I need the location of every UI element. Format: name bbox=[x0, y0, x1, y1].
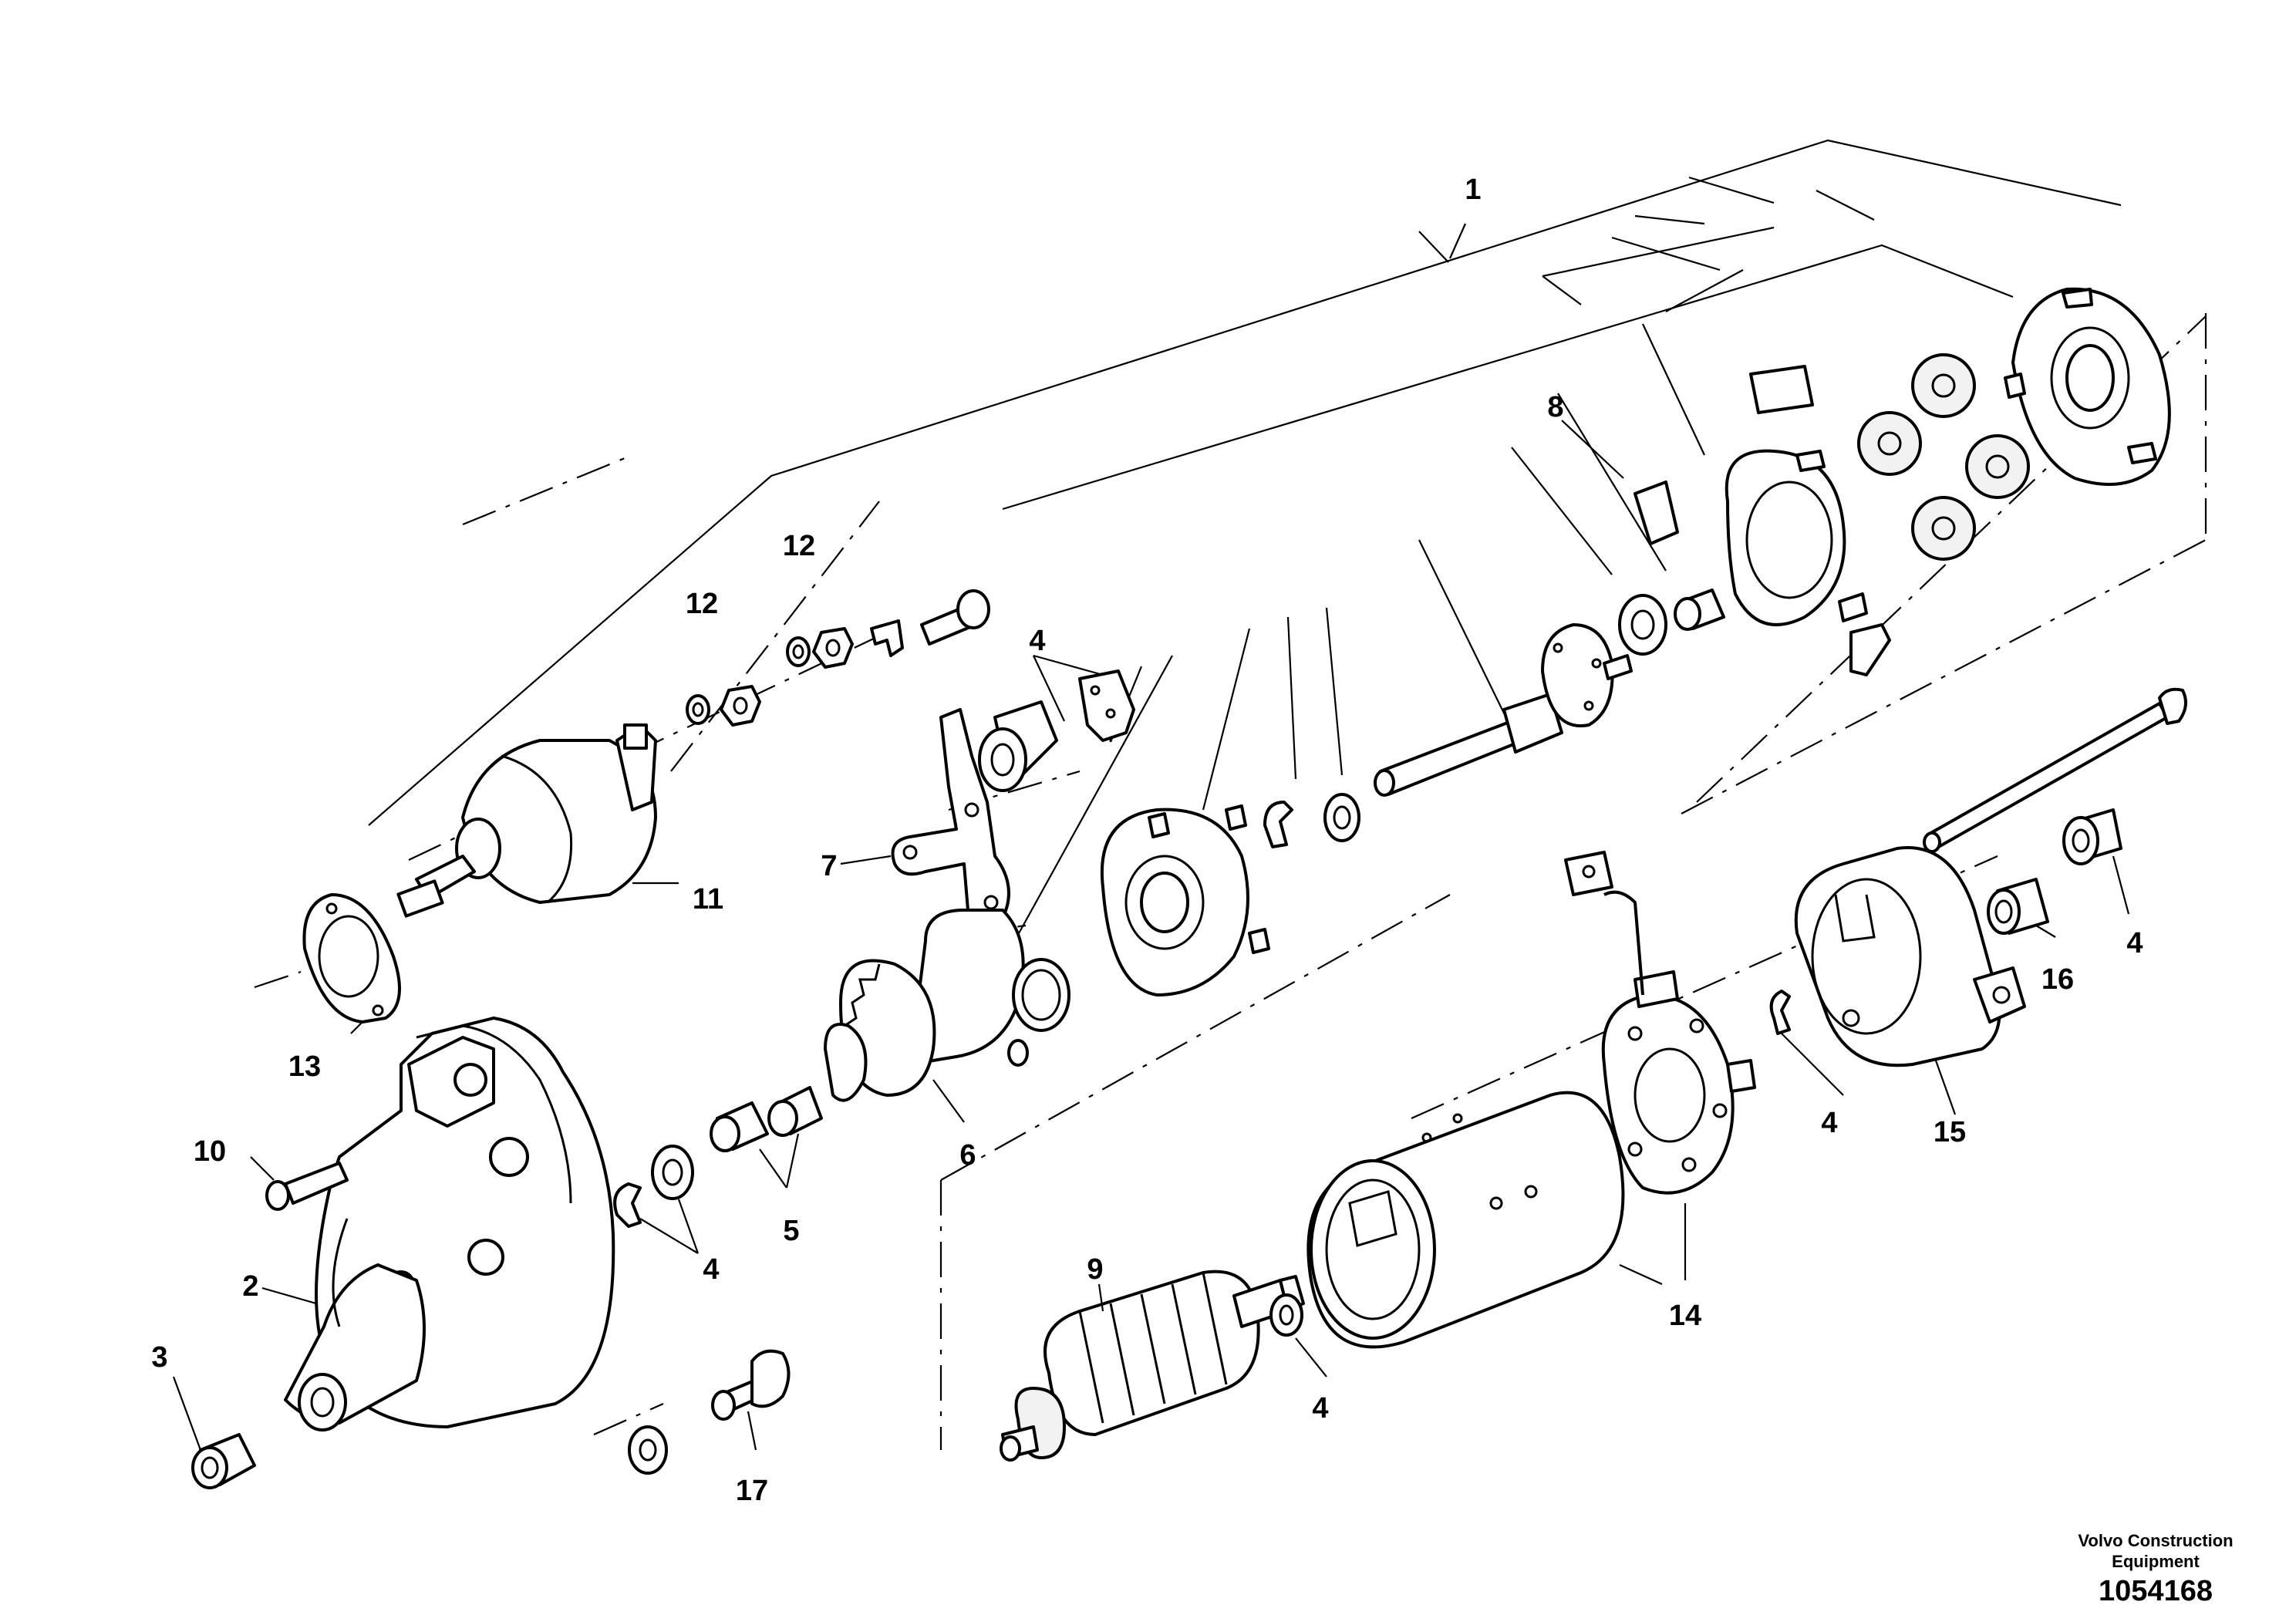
bearing-bracket-4 bbox=[978, 669, 1135, 792]
bushing-16 bbox=[1987, 878, 2049, 935]
screw-terminal bbox=[920, 589, 990, 646]
callout-9: 9 bbox=[1087, 1253, 1103, 1286]
brush-holder-plate bbox=[1564, 851, 1756, 1195]
leader-lines bbox=[1010, 176, 1875, 949]
callout-3: 3 bbox=[151, 1341, 167, 1374]
drive-end-housing bbox=[284, 1017, 615, 1431]
callout-12-right: 12 bbox=[783, 530, 815, 562]
planet-gears bbox=[1857, 353, 2030, 561]
callout-4-mid: 4 bbox=[1312, 1392, 1328, 1425]
callout-4-left: 4 bbox=[703, 1253, 719, 1286]
gear-cover-plate bbox=[2004, 287, 2171, 486]
nut-washer-12 bbox=[686, 619, 904, 727]
callout-10: 10 bbox=[194, 1135, 226, 1168]
callout-2: 2 bbox=[242, 1270, 258, 1303]
drive-shaft bbox=[1374, 623, 1633, 797]
callout-4-upper: 4 bbox=[1029, 625, 1045, 657]
planet-gear-set-8 bbox=[1618, 365, 1891, 676]
callout-7: 7 bbox=[821, 850, 837, 882]
bushings-5 bbox=[710, 1086, 823, 1152]
callout-15: 15 bbox=[1934, 1116, 1966, 1148]
brand-block: Volvo Construction Equipment 1054168 bbox=[2078, 1531, 2233, 1607]
bushing-4d bbox=[2062, 808, 2122, 865]
callout-4-right-bushing: 4 bbox=[2126, 927, 2143, 959]
circlip-washer bbox=[1263, 793, 1360, 848]
solenoid-11 bbox=[396, 723, 657, 918]
circlip-4c bbox=[1769, 990, 1791, 1035]
callout-13: 13 bbox=[288, 1050, 321, 1083]
field-housing-14 bbox=[1306, 1091, 1625, 1349]
ring-4e bbox=[1269, 1293, 1303, 1337]
commutator-end-housing-15 bbox=[1794, 846, 2026, 1067]
washer-bolt-17 bbox=[628, 1349, 791, 1475]
drawing-number: 1054168 bbox=[2099, 1575, 2213, 1607]
pinion-clutch-6 bbox=[824, 909, 1029, 1102]
through-bolt bbox=[1923, 687, 2187, 853]
callout-leaders bbox=[172, 223, 2130, 1451]
callout-16: 16 bbox=[2041, 963, 2074, 996]
callout-1: 1 bbox=[1465, 174, 1481, 206]
callout-14: 14 bbox=[1669, 1300, 1701, 1332]
callout-6: 6 bbox=[959, 1139, 976, 1172]
ring-clip-4a bbox=[613, 1145, 694, 1228]
callout-8: 8 bbox=[1547, 391, 1563, 423]
stop-ring bbox=[1012, 958, 1070, 1032]
callout-12-left: 12 bbox=[686, 588, 718, 620]
assembly-bracket-lines bbox=[368, 139, 2122, 826]
callout-5: 5 bbox=[783, 1215, 799, 1247]
company-line-2: Equipment bbox=[2112, 1552, 2200, 1571]
bushing-3 bbox=[191, 1433, 256, 1489]
intermediate-bearing bbox=[1100, 804, 1270, 996]
company-line-1: Volvo Construction bbox=[2078, 1531, 2233, 1550]
bolt-10 bbox=[265, 1162, 349, 1211]
gasket-13 bbox=[302, 893, 401, 1023]
callout-17: 17 bbox=[736, 1475, 768, 1507]
armature-9 bbox=[1000, 1270, 1305, 1462]
callout-11: 11 bbox=[693, 883, 723, 916]
callout-4-right-ring: 4 bbox=[1821, 1107, 1837, 1139]
callout-labels: 1 2 3 4 4 4 4 4 5 6 7 8 9 10 11 12 12 13… bbox=[151, 174, 2143, 1507]
